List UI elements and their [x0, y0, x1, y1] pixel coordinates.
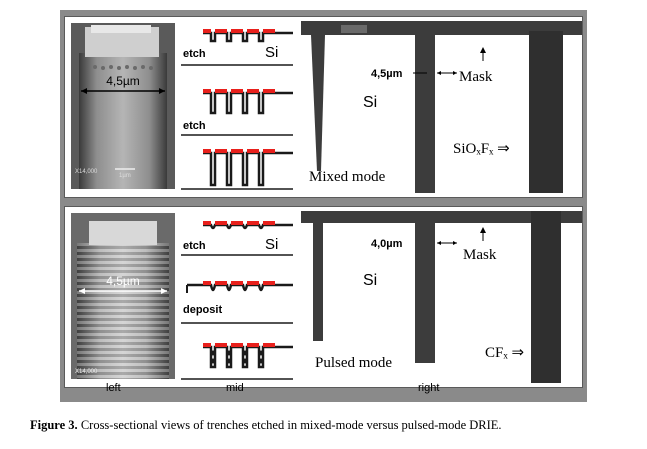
mid-etch-label: etch [183, 240, 206, 252]
mid-etch-label-1: etch [183, 48, 206, 60]
schematic-step-2: deposit [181, 281, 293, 324]
figure-frame: 4,5µm X14,000 1µm etch Si [60, 10, 587, 402]
sem-info: X14,000 [75, 369, 98, 375]
caption-prefix: Figure 3. [30, 418, 78, 432]
right-mask-label: Mask [459, 69, 493, 85]
schematic-step-2: etch [181, 89, 293, 136]
schematic-mixed: etch Si etch [181, 21, 295, 193]
panel-mixed-mode: 4,5µm X14,000 1µm etch Si [64, 16, 583, 198]
mid-si-label: Si [265, 44, 278, 61]
right-film-label: SiOₓFₓ ⇒ [453, 141, 510, 157]
mid-si-label: Si [265, 236, 278, 253]
column-labels: left mid right [60, 382, 587, 400]
sem-image-pulsed: 4,5µm X14,000 [71, 213, 175, 379]
right-mode-label: Mixed mode [309, 169, 386, 185]
caption-text: Cross-sectional views of trenches etched… [77, 418, 502, 432]
schematic-step-1: etch Si [181, 221, 293, 256]
column-label-mid: mid [226, 382, 244, 394]
right-width-label: 4,0µm [371, 238, 403, 250]
panel-pulsed-mode: 4,5µm X14,000 etch Si [64, 206, 583, 388]
right-width-label: 4,5µm [371, 68, 403, 80]
right-mask-label: Mask [463, 247, 497, 263]
right-film-label: CFₓ ⇒ [485, 345, 524, 361]
column-label-left: left [106, 382, 121, 394]
mid-etch-label-2: etch [183, 120, 206, 132]
cross-section-pulsed: 4,0µm Mask Si Pulsed mode CFₓ ⇒ [301, 211, 582, 383]
column-label-right: right [418, 382, 440, 394]
sem-info: X14,000 [75, 169, 98, 175]
sem-width-label: 4,5µm [106, 274, 140, 288]
sem-scale: 1µm [119, 173, 131, 179]
mid-deposit-label: deposit [183, 304, 222, 316]
schematic-pulsed: etch Si deposit [181, 211, 295, 383]
right-mode-label: Pulsed mode [315, 355, 392, 371]
cross-section-mixed: 4,5µm Mask Si Mixed mode SiOₓFₓ ⇒ [301, 21, 582, 193]
schematic-step-3 [181, 343, 293, 380]
sem-width-label: 4,5µm [106, 74, 140, 88]
schematic-step-3 [181, 149, 293, 190]
right-si-label: Si [363, 272, 377, 289]
figure-caption: Figure 3. Cross-sectional views of trenc… [30, 418, 630, 433]
right-si-label: Si [363, 94, 377, 111]
schematic-step-1: etch Si [181, 29, 293, 66]
sem-image-mixed: 4,5µm X14,000 1µm [71, 23, 175, 189]
